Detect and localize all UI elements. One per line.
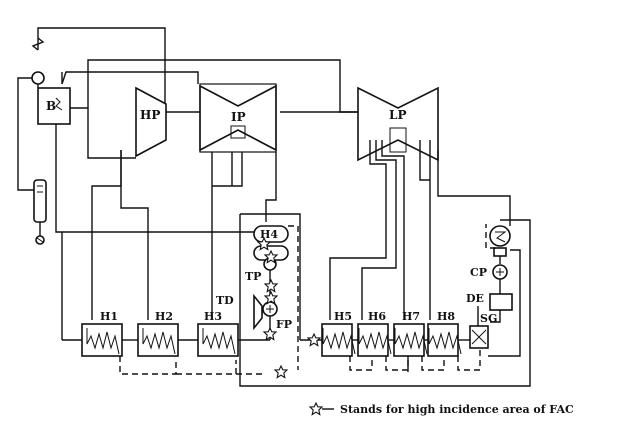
boiler: B (17, 71, 71, 191)
heater-h5: H5 (321, 310, 356, 357)
de-label: DE (466, 292, 484, 305)
star-marker-icon (309, 402, 323, 416)
heater-h1: H1 (81, 310, 123, 357)
td-label: TD (216, 294, 234, 307)
ip-turbine: IP (199, 83, 277, 210)
heater-h2: H2 (137, 310, 179, 357)
main-steam-lines (31, 27, 370, 113)
h7-label: H7 (402, 310, 420, 323)
h5-label: H5 (334, 310, 352, 323)
h2-label: H2 (155, 310, 173, 323)
ip-label: IP (231, 110, 246, 124)
cp-label: CP (470, 266, 487, 279)
sg-label: SG (480, 312, 497, 325)
heater-h6: H6 (357, 310, 392, 357)
h1-label: H1 (100, 310, 118, 323)
tp-label: TP (245, 270, 261, 283)
h8-label: H8 (437, 310, 455, 323)
boiler-label: B (46, 99, 56, 113)
legend-text: Stands for high incidence area of FAC (340, 403, 574, 416)
feedwater-lines (61, 230, 481, 375)
extraction-lines (91, 150, 213, 320)
heater-h3: H3 (197, 310, 239, 357)
heater-h8: H8 (427, 310, 462, 357)
lp-turbine: LP (329, 86, 511, 320)
h3-label: H3 (204, 310, 222, 323)
left-separator (33, 124, 272, 245)
fac-star-icon (264, 279, 278, 293)
condenser-system: CP DE SG (466, 224, 521, 357)
h4-label: H4 (260, 228, 278, 241)
hp-turbine: HP (87, 86, 167, 320)
hp-label: HP (140, 108, 160, 122)
fac-star-icon (307, 333, 321, 347)
fp-label: FP (276, 318, 292, 331)
h6-label: H6 (368, 310, 386, 323)
fac-star-icon (274, 365, 288, 379)
legend: Stands for high incidence area of FAC (309, 402, 574, 416)
lp-label: LP (389, 108, 406, 122)
heater-h7: H7 (393, 310, 428, 357)
